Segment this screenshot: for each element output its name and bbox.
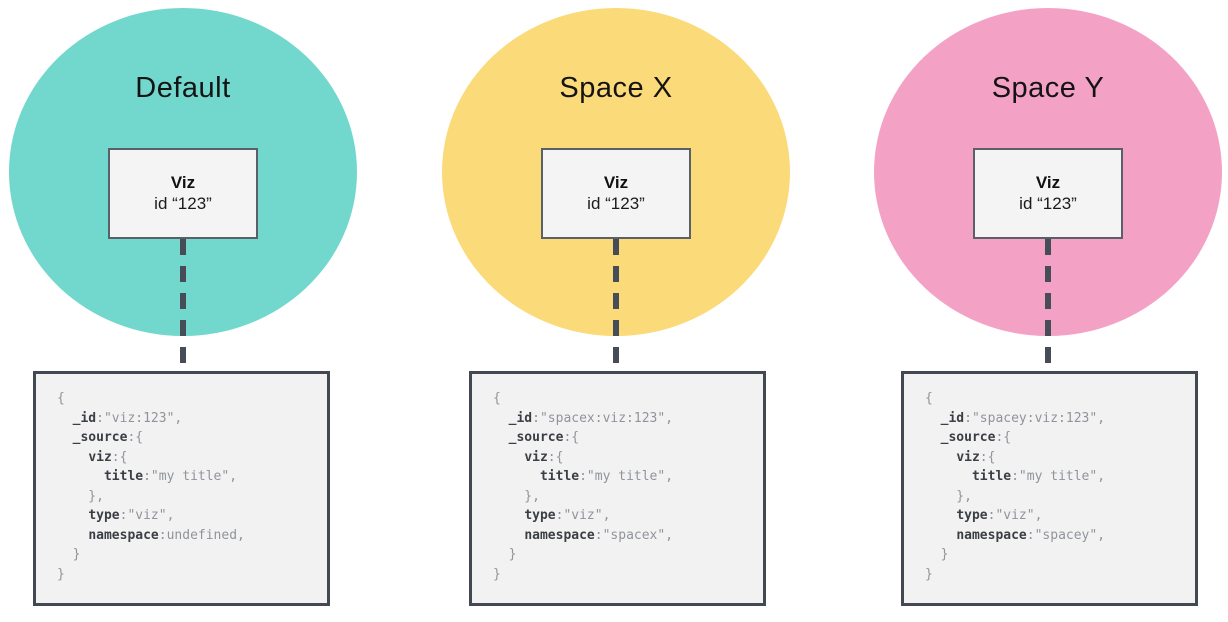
space-x-title: Space X [559, 72, 673, 104]
saved-object-code: { _id:"spacex:viz:123", _source:{ viz:{ … [493, 391, 674, 582]
document-box-space-x: { _id:"spacex:viz:123", _source:{ viz:{ … [469, 371, 766, 606]
viz-box-space-x: Viz id “123” [541, 148, 691, 239]
dashed-connector [613, 239, 619, 374]
viz-label: Viz [1035, 172, 1061, 192]
document-box-space-y: { _id:"spacey:viz:123", _source:{ viz:{ … [901, 371, 1198, 606]
space-y-title: Space Y [991, 72, 1105, 104]
viz-box-space-y: Viz id “123” [973, 148, 1123, 239]
viz-box-default: Viz id “123” [108, 148, 258, 239]
viz-label: Viz [170, 172, 196, 192]
viz-id-label: id “123” [154, 194, 212, 213]
default-space-title: Default [135, 72, 231, 104]
dashed-connector [180, 239, 186, 374]
saved-object-code: { _id:"viz:123", _source:{ viz:{ title:"… [57, 391, 245, 582]
document-box-default: { _id:"viz:123", _source:{ viz:{ title:"… [33, 371, 330, 606]
viz-label: Viz [603, 172, 629, 192]
viz-id-label: id “123” [1019, 194, 1077, 213]
saved-object-code: { _id:"spacey:viz:123", _source:{ viz:{ … [925, 391, 1106, 582]
viz-id-label: id “123” [587, 194, 645, 213]
dashed-connector [1045, 239, 1051, 374]
